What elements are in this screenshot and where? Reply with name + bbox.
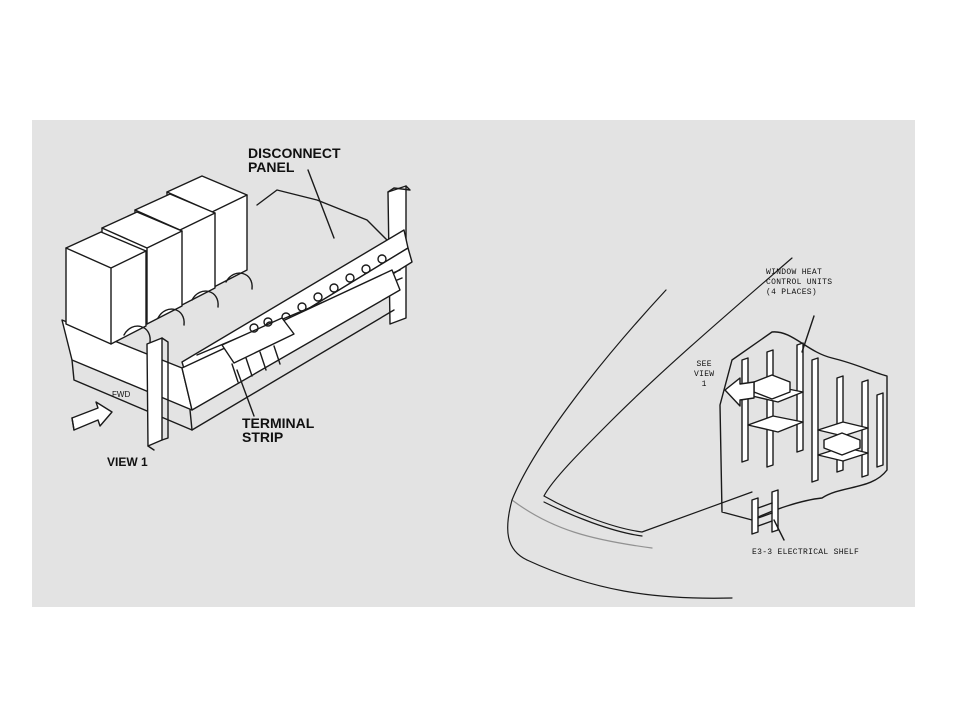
label-disconnect-panel: DISCONNECT PANEL (248, 145, 341, 175)
label-electrical-shelf: E3-3 ELECTRICAL SHELF (752, 548, 860, 557)
label-fwd: FWD (112, 390, 131, 399)
airplane-nose (507, 257, 888, 599)
window-heat-racks (741, 342, 884, 535)
control-unit-boxes (65, 175, 248, 345)
label-see-view: SEE VIEW 1 (694, 360, 715, 389)
label-view-1: VIEW 1 (107, 455, 148, 469)
rack-assembly (61, 169, 413, 451)
diagram-panel: DISCONNECT PANEL TERMINAL STRIP VIEW 1 F… (32, 120, 915, 607)
label-window-heat-control-units: WINDOW HEAT CONTROL UNITS (4 PLACES) (766, 268, 833, 297)
diagram-drawing (61, 169, 888, 599)
label-terminal-strip: TERMINAL STRIP (242, 415, 315, 445)
